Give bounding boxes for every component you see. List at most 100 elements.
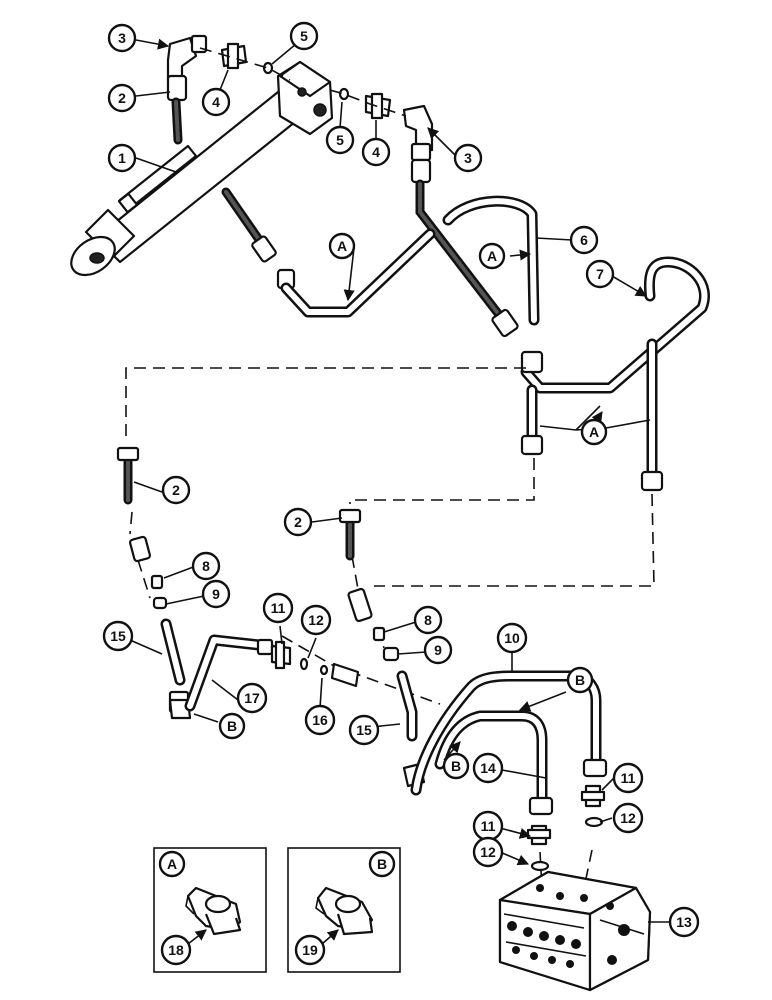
svg-text:11: 11 bbox=[621, 770, 636, 786]
callout-1: 1 bbox=[107, 143, 137, 173]
letter-a-lower: A bbox=[580, 418, 608, 446]
dashed-connection-1 bbox=[125, 367, 526, 440]
control-valve bbox=[498, 870, 652, 992]
pipe-a-middle bbox=[280, 228, 436, 318]
svg-text:2: 2 bbox=[118, 90, 126, 106]
callout-12-right: 12 bbox=[612, 802, 644, 834]
callout-10: 10 bbox=[496, 622, 528, 654]
letter-b-top: B bbox=[566, 666, 594, 694]
callout-6: 6 bbox=[569, 225, 599, 255]
fitting-8-right bbox=[372, 626, 386, 642]
fitting-8-left bbox=[150, 574, 164, 590]
svg-text:11: 11 bbox=[481, 818, 496, 834]
svg-text:3: 3 bbox=[464, 150, 472, 166]
letter-b-mid: B bbox=[442, 752, 470, 780]
hose-lower-left bbox=[116, 446, 152, 563]
hose-middle bbox=[221, 187, 296, 290]
hose-lower-right bbox=[338, 508, 373, 623]
pipe-a-lower-right bbox=[640, 338, 664, 492]
svg-text:A: A bbox=[167, 856, 177, 872]
svg-text:A: A bbox=[487, 248, 497, 264]
callout-2-top: 2 bbox=[107, 83, 137, 113]
fitting-9-right bbox=[382, 646, 400, 662]
svg-text:9: 9 bbox=[434, 642, 442, 658]
svg-text:B: B bbox=[377, 856, 387, 872]
svg-text:7: 7 bbox=[596, 266, 604, 282]
svg-text:11: 11 bbox=[271, 600, 286, 616]
callout-4-top-right: 4 bbox=[361, 137, 391, 167]
svg-text:4: 4 bbox=[212, 94, 220, 110]
fitting-9-left bbox=[152, 596, 168, 610]
svg-text:A: A bbox=[589, 424, 599, 440]
fitting-11-bottom-left bbox=[526, 824, 552, 846]
fitting-11-left bbox=[270, 640, 292, 670]
svg-text:9: 9 bbox=[212, 586, 220, 602]
callout-9-right: 9 bbox=[423, 635, 453, 665]
callout-5-top-right: 5 bbox=[325, 125, 355, 155]
svg-text:17: 17 bbox=[244, 690, 260, 706]
elbow-fitting-right bbox=[402, 104, 434, 162]
callout-13: 13 bbox=[668, 906, 700, 938]
pipe-15-left bbox=[160, 618, 192, 720]
callout-14: 14 bbox=[472, 752, 504, 784]
svg-text:12: 12 bbox=[308, 612, 324, 628]
connector-right bbox=[364, 92, 392, 120]
connector-left bbox=[220, 42, 248, 70]
callout-12-bottom: 12 bbox=[472, 836, 504, 868]
svg-text:19: 19 bbox=[302, 942, 318, 958]
pipe-6 bbox=[442, 195, 540, 326]
svg-text:B: B bbox=[575, 672, 585, 688]
letter-b-left: B bbox=[218, 712, 246, 740]
svg-text:5: 5 bbox=[336, 132, 344, 148]
svg-text:12: 12 bbox=[620, 810, 636, 826]
dashed-connection-6 bbox=[281, 635, 441, 705]
callout-15-left: 15 bbox=[102, 620, 134, 652]
svg-text:5: 5 bbox=[300, 28, 308, 44]
letter-b-inset: B bbox=[368, 850, 396, 878]
o-ring-16 bbox=[319, 664, 329, 676]
svg-text:10: 10 bbox=[504, 630, 520, 646]
o-ring-top-left bbox=[262, 61, 274, 75]
pipe-17 bbox=[184, 634, 274, 712]
svg-text:13: 13 bbox=[676, 914, 692, 930]
svg-text:15: 15 bbox=[110, 628, 126, 644]
svg-text:B: B bbox=[451, 758, 461, 774]
callout-4-top-left: 4 bbox=[201, 87, 231, 117]
svg-text:8: 8 bbox=[424, 612, 432, 628]
callout-16: 16 bbox=[304, 704, 336, 736]
callout-18: 18 bbox=[160, 934, 192, 966]
svg-text:4: 4 bbox=[372, 144, 380, 160]
o-ring-top-right bbox=[338, 87, 350, 101]
hose-right-long bbox=[410, 158, 519, 338]
callout-11-right: 11 bbox=[612, 762, 644, 794]
svg-text:2: 2 bbox=[172, 482, 180, 498]
hydraulic-cylinder bbox=[70, 60, 334, 277]
pipe-10 bbox=[410, 670, 608, 796]
callout-17: 17 bbox=[236, 682, 268, 714]
callout-12-left: 12 bbox=[300, 604, 332, 636]
callout-3-top-right: 3 bbox=[453, 143, 483, 173]
svg-text:2: 2 bbox=[294, 514, 302, 530]
callout-11-left: 11 bbox=[262, 592, 294, 624]
pipe-14 bbox=[434, 710, 554, 816]
letter-a-inset: A bbox=[158, 850, 186, 878]
svg-text:15: 15 bbox=[356, 722, 372, 738]
svg-text:A: A bbox=[337, 238, 347, 254]
adapter-sleeve bbox=[330, 662, 360, 688]
pipe-nut-mid bbox=[520, 350, 544, 374]
svg-text:8: 8 bbox=[202, 558, 210, 574]
svg-text:12: 12 bbox=[480, 844, 496, 860]
o-ring-12-bottom-left bbox=[530, 860, 550, 872]
o-ring-12-left bbox=[299, 657, 309, 671]
fitting-11-bottom-right bbox=[580, 784, 606, 808]
callout-15-right: 15 bbox=[348, 714, 380, 746]
callout-8-right: 8 bbox=[413, 605, 443, 635]
dashed-connection-2 bbox=[349, 458, 535, 504]
callout-19: 19 bbox=[294, 934, 326, 966]
svg-text:18: 18 bbox=[168, 942, 184, 958]
svg-text:B: B bbox=[227, 718, 237, 734]
alignment-line-top bbox=[199, 47, 407, 117]
svg-text:3: 3 bbox=[118, 30, 126, 46]
o-ring-12-bottom-right bbox=[584, 816, 604, 828]
